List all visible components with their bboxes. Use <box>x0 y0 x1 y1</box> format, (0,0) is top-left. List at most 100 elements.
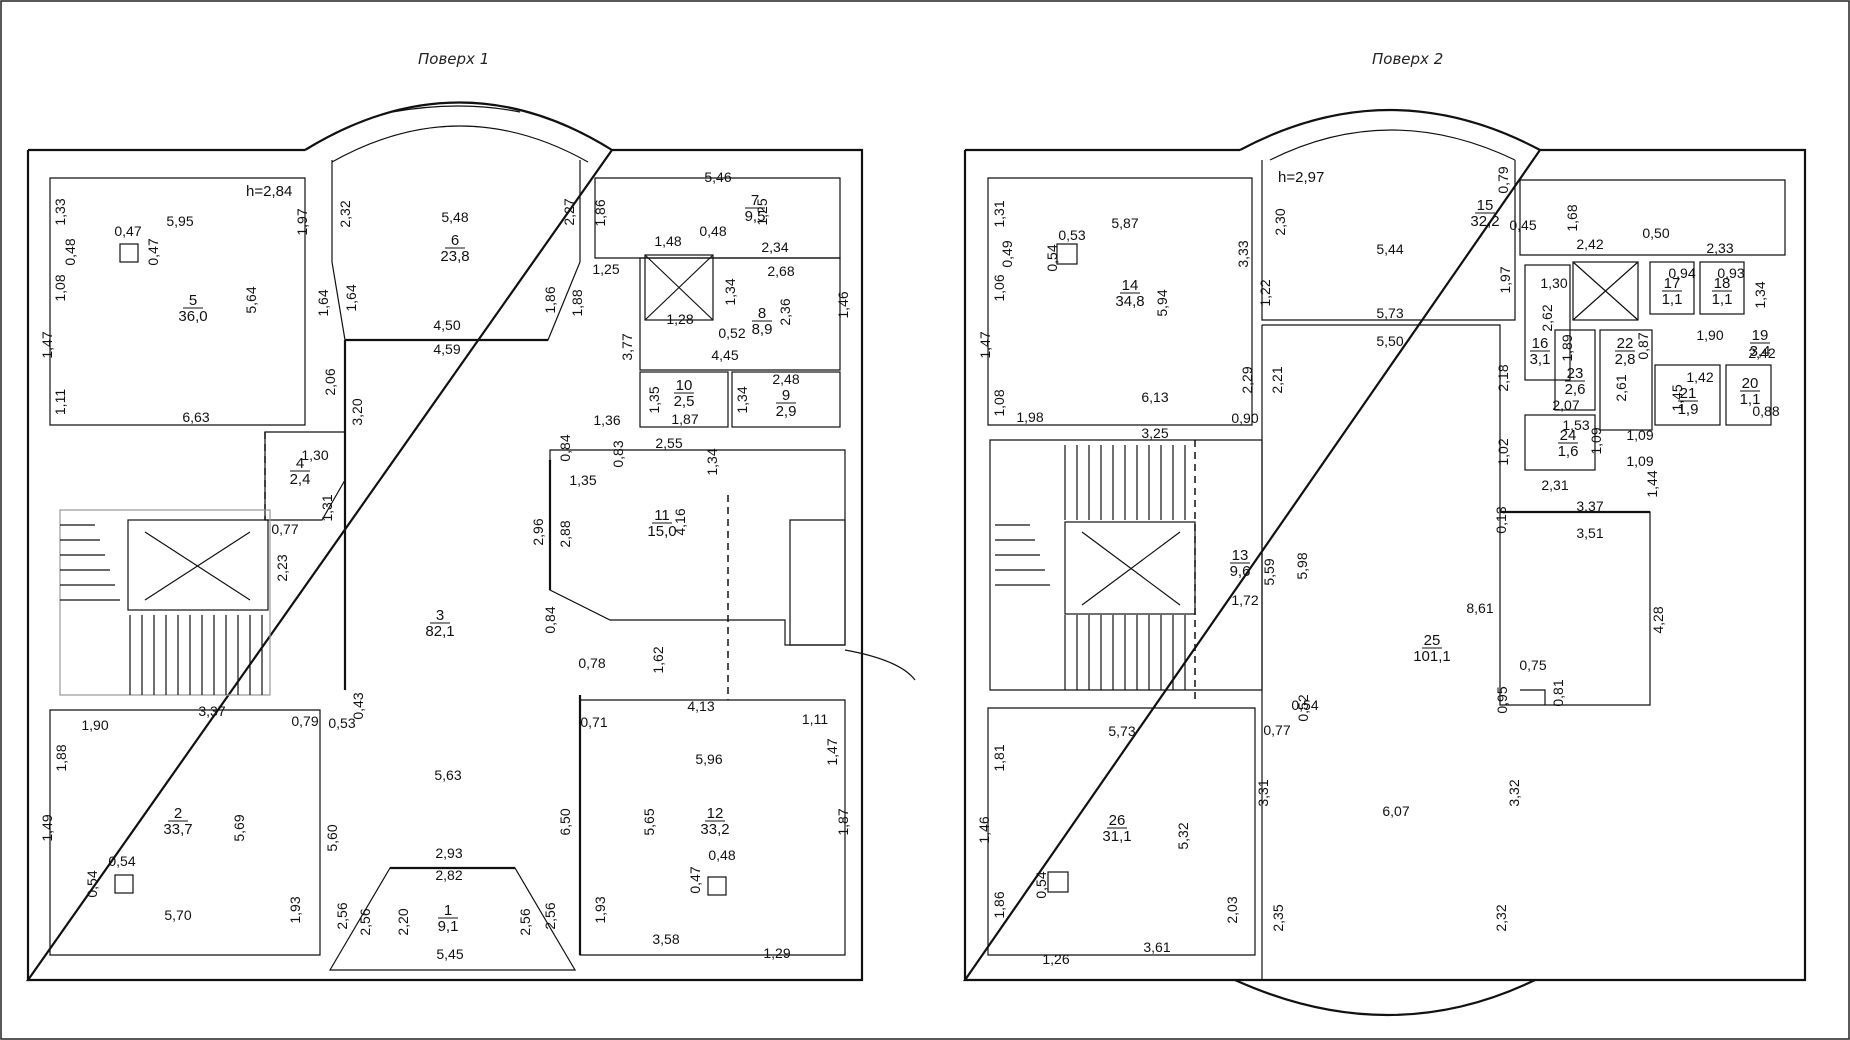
dimension-label: 0,50 <box>1642 225 1669 241</box>
dimension-label: 0,88 <box>1752 403 1779 419</box>
dimension-label: 1,34 <box>1752 281 1768 308</box>
dimension-label: 5,59 <box>1261 558 1277 585</box>
floor1-outer-wall <box>25 148 864 982</box>
dimension-label: 1,87 <box>835 808 851 835</box>
dimension-label: 1,29 <box>763 945 790 961</box>
room14-column <box>1056 243 1078 265</box>
room-area: 9,1 <box>438 918 459 935</box>
dimension-label: 1,64 <box>343 284 359 311</box>
dimension-label: 1,53 <box>1562 417 1589 433</box>
dimension-label: 1,86 <box>542 286 558 313</box>
room-number: 12 <box>707 805 724 822</box>
dimension-label: 4,45 <box>711 347 738 363</box>
dimension-label: 1,47 <box>977 331 993 358</box>
dimension-label: 2,07 <box>1552 397 1579 413</box>
room26-column <box>1047 871 1069 893</box>
room20-outline <box>1725 364 1772 426</box>
dimension-label: 2,61 <box>1613 374 1629 401</box>
dimension-label: 5,46 <box>704 169 731 185</box>
dimension-label: 2,06 <box>322 368 338 395</box>
room-number: 21 <box>1680 385 1697 402</box>
dimension-label: 5,73 <box>1108 723 1135 739</box>
dimension-label: 0,79 <box>1495 166 1511 193</box>
room25-outline <box>1261 324 1651 980</box>
room8-elevator <box>644 254 714 321</box>
dimension-label: 1,90 <box>1696 327 1723 343</box>
dimension-label: 3,37 <box>1576 498 1603 514</box>
room22-outline <box>1599 329 1653 431</box>
room2-outline <box>49 709 321 956</box>
floor1-hall-walls <box>343 340 582 955</box>
room21-outline <box>1654 364 1721 426</box>
dimension-label: 1,44 <box>1644 470 1660 497</box>
dimension-label: 5,87 <box>1111 215 1138 231</box>
room-number: 11 <box>654 507 670 524</box>
dimension-label: 1,06 <box>991 274 1007 301</box>
dimension-label: 1,72 <box>1231 592 1258 608</box>
room2-column <box>114 874 134 894</box>
dimension-label: 1,22 <box>1257 279 1273 306</box>
dimension-label: 1,68 <box>1564 204 1580 231</box>
dimension-label: 2,42 <box>1748 345 1775 361</box>
room12-column <box>707 876 727 896</box>
dimension-label: 0,47 <box>145 238 161 265</box>
room-number: 24 <box>1560 427 1577 444</box>
room-area: 1,1 <box>1740 391 1761 408</box>
dimension-label: 1,35 <box>646 386 662 413</box>
dimension-label: 0,54 <box>1291 697 1318 713</box>
room-number: 2 <box>174 805 182 822</box>
dimension-label: 1,86 <box>991 891 1007 918</box>
dimension-label: 2,33 <box>1706 240 1733 256</box>
room-number: 25 <box>1424 632 1441 649</box>
dimension-label: 1,08 <box>52 274 68 301</box>
dimension-label: 2,23 <box>274 554 290 581</box>
room-area: 33,2 <box>700 821 729 838</box>
dimension-label: 0,54 <box>1033 871 1049 898</box>
dimension-label: 6,63 <box>182 409 209 425</box>
room-number: 26 <box>1109 812 1126 829</box>
dimension-label: 0,90 <box>1231 410 1258 426</box>
dimension-label: 8,61 <box>1466 600 1493 616</box>
dimension-label: 1,93 <box>592 896 608 923</box>
dimension-label: 0,79 <box>291 713 318 729</box>
dimension-label: 0,75 <box>1519 657 1546 673</box>
room-area: 33,7 <box>163 821 192 838</box>
dimension-label: 2,96 <box>530 518 546 545</box>
dimension-label: 0,48 <box>699 223 726 239</box>
dimension-label: 1,31 <box>319 494 335 521</box>
dimension-label: 5,96 <box>695 751 722 767</box>
room-number: 16 <box>1532 335 1549 352</box>
dimension-label: 1,09 <box>1588 427 1604 454</box>
dimension-label: 0,48 <box>708 847 735 863</box>
dimension-label: 2,21 <box>1269 366 1285 393</box>
dimension-label: 1,30 <box>301 447 328 463</box>
dimension-label: 4,28 <box>1650 606 1666 633</box>
dimension-label: 1,97 <box>1497 266 1513 293</box>
dimension-label: 1,62 <box>650 646 666 673</box>
dimension-label: 2,27 <box>561 198 577 225</box>
dimension-label: 2,31 <box>1541 477 1568 493</box>
dimension-label: 1,88 <box>53 744 69 771</box>
dimension-label: 2,35 <box>1270 904 1286 931</box>
room-area: 2,5 <box>674 393 695 410</box>
dimension-label: 0,49 <box>999 240 1015 267</box>
dimension-label: 1,26 <box>1042 951 1069 967</box>
room-number: 9 <box>782 387 790 404</box>
room5-outline <box>49 177 306 426</box>
dimension-label: 1,93 <box>287 896 303 923</box>
dimension-label: 1,46 <box>976 816 992 843</box>
dimension-label: 3,51 <box>1576 525 1603 541</box>
room8-outline <box>639 257 841 371</box>
room-number: 18 <box>1714 275 1731 292</box>
room-number: 17 <box>1664 275 1681 292</box>
dimension-label: 2,68 <box>767 263 794 279</box>
dimension-label: 1,25 <box>592 261 619 277</box>
dimension-label: 1,02 <box>1495 438 1511 465</box>
room25-column <box>1520 689 1546 705</box>
dimension-label: 0,77 <box>1263 722 1290 738</box>
floor1-elevator <box>127 519 269 611</box>
dimension-label: 6,07 <box>1382 803 1409 819</box>
dimension-label: 6,13 <box>1141 389 1168 405</box>
dimension-label: 1,34 <box>734 386 750 413</box>
